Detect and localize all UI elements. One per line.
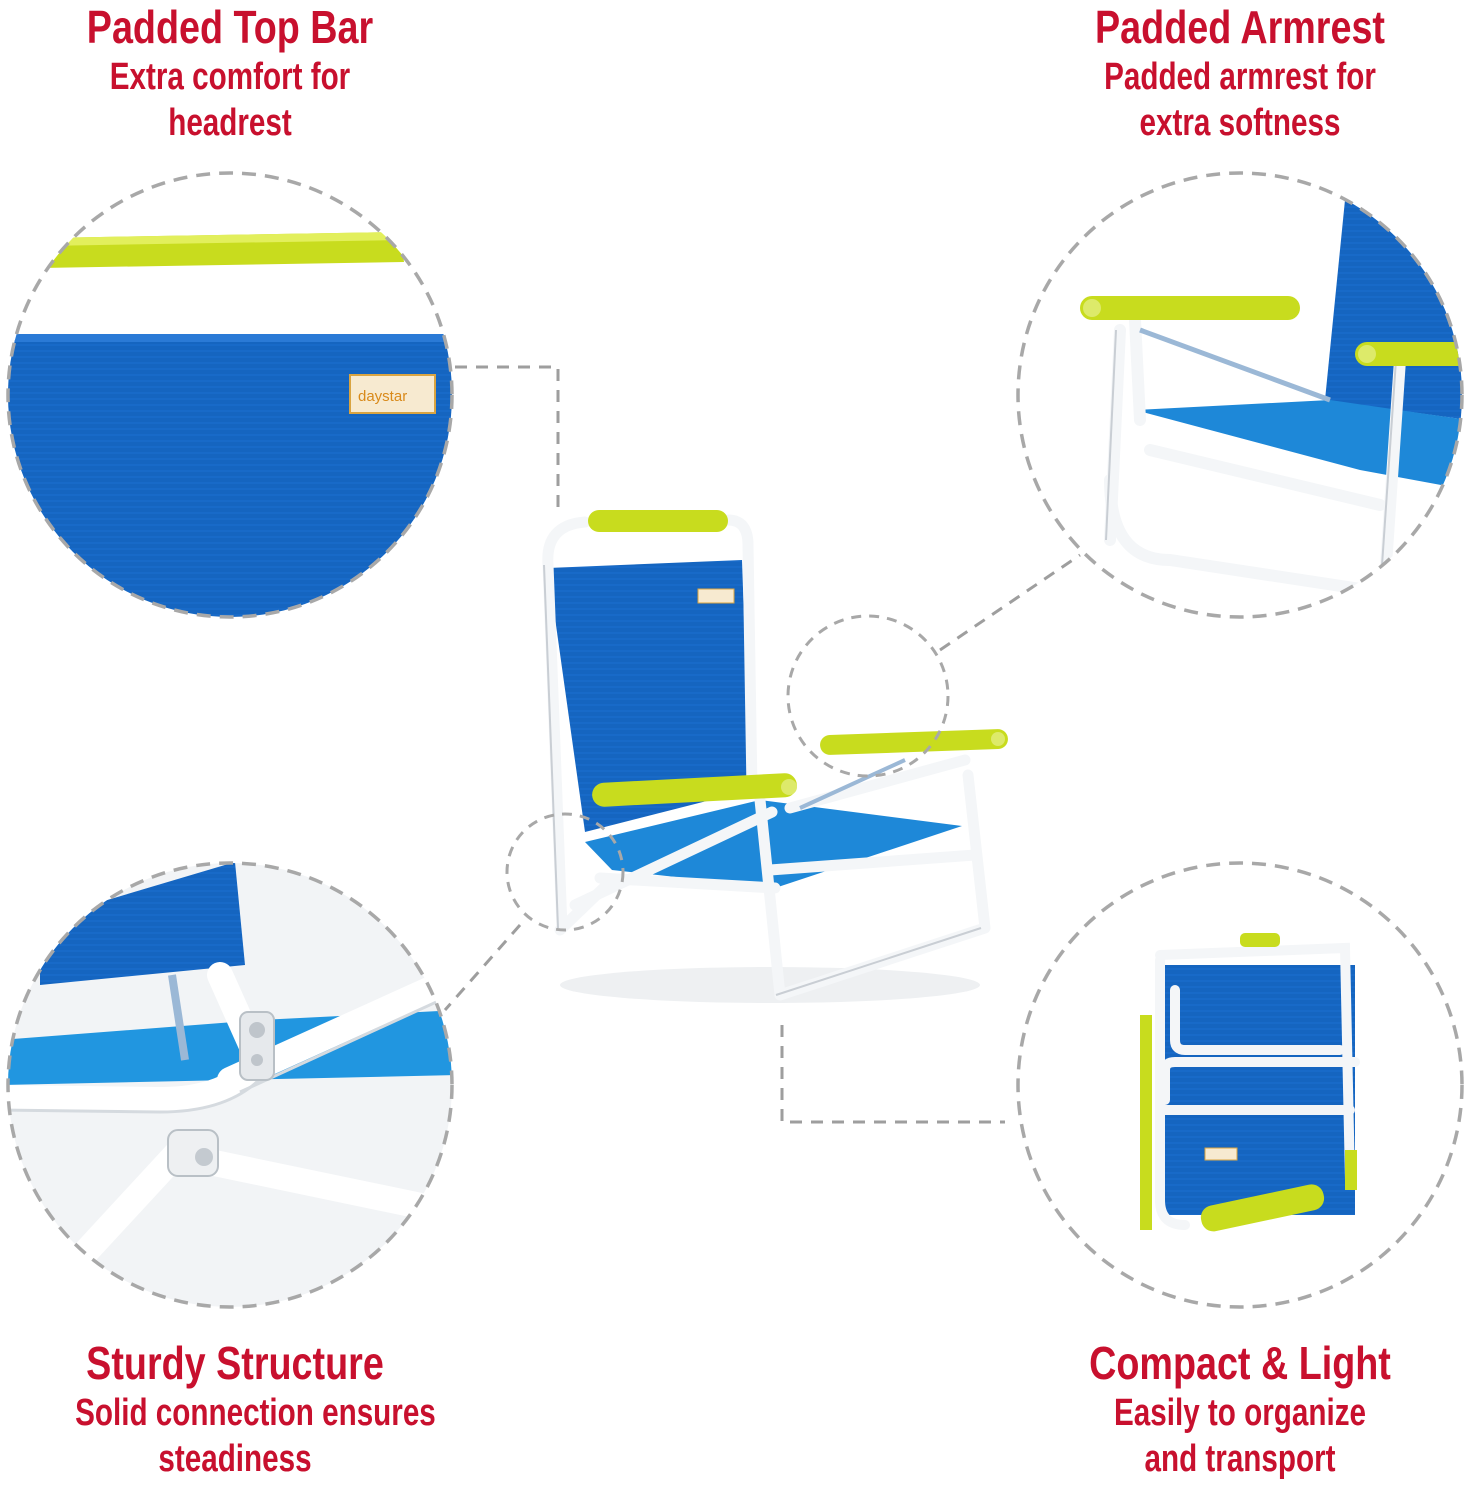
feature-description-line: Padded armrest for [1104,56,1376,98]
highlight-armrest [786,614,950,778]
seat-fabric [585,800,962,888]
feature-description-line: and transport [1144,1438,1336,1480]
connector-bottom-right [780,1025,1005,1124]
feature-title: Padded Armrest [1095,1,1385,53]
feature-compact-light: Compact & Light Easily to organize and t… [1035,1336,1445,1482]
top-bar-pad [588,510,728,532]
feature-sturdy-structure: Sturdy Structure Solid connection ensure… [30,1336,440,1482]
armrest-pad-left [592,773,797,807]
feature-description-line: Solid connection ensures [75,1392,436,1434]
brand-label: daystar [358,388,407,405]
zoom-circle-armrest [1016,171,1464,619]
connector-bottom-left [443,924,522,1011]
brand-tag: daystar [349,374,436,414]
armrest-pad-right [820,729,1008,755]
connector-top-right [939,553,1081,652]
feature-title: Compact & Light [1089,1337,1391,1389]
feature-description-line: headrest [168,102,292,144]
zoom-circle-sturdy-structure [6,861,454,1309]
feature-description-line: Easily to organize [1113,1392,1367,1434]
connector-lines [443,365,1081,1124]
feature-description-line: extra softness [1139,102,1341,144]
feature-padded-top-bar: Padded Top Bar Extra comfort for headres… [30,0,430,146]
connector-top-left [455,365,560,515]
feature-title: Sturdy Structure [86,1337,384,1389]
backrest-fabric [548,560,750,832]
highlight-joint [505,812,625,932]
brand-tag-small [697,588,735,604]
chair-frame [542,514,991,1001]
zoom-circle-compact-light [1016,861,1464,1309]
zoom-circle-top-bar: daystar [6,171,454,619]
feature-description-line: steadiness [158,1438,312,1480]
feature-title: Padded Top Bar [86,1,374,53]
feature-description-line: Extra comfort for [109,56,351,98]
beach-chair [505,510,1008,1003]
feature-padded-armrest: Padded Armrest Padded armrest for extra … [1040,0,1440,146]
